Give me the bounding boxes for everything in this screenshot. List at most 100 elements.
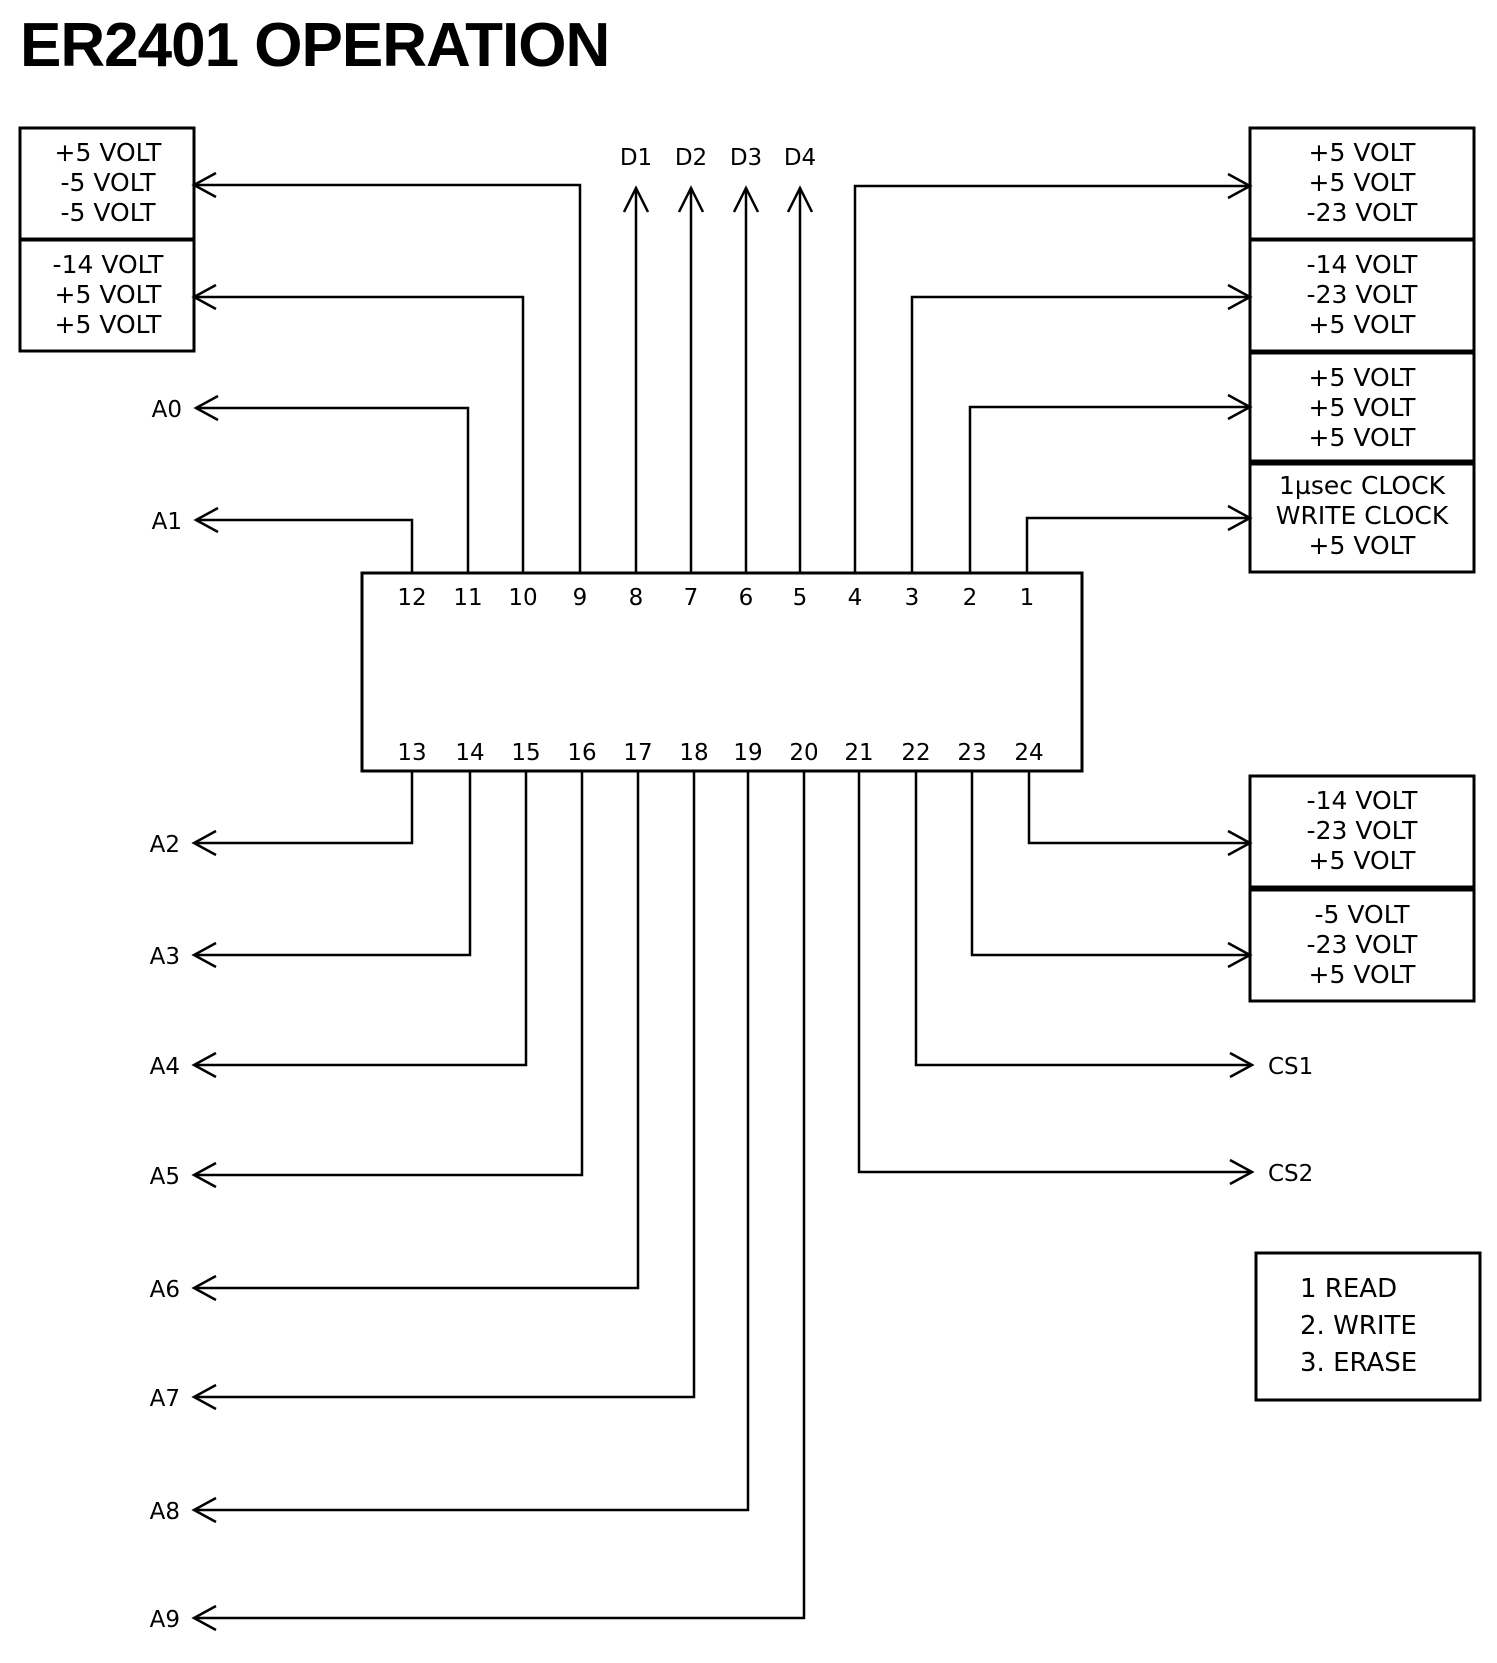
arrowhead [191,1604,217,1632]
wire-pin-9 [194,183,582,573]
voltage-label: -23 VOLT [1307,816,1419,845]
voltage-box [1248,238,1476,353]
address-label: A9 [150,1607,180,1633]
arrowhead [191,1051,217,1079]
voltage-label: +5 VOLT [1309,846,1417,875]
voltage-label: +5 VOLT [1309,531,1417,560]
arrowhead [193,394,219,422]
voltage-box [18,238,196,353]
pin-number: 15 [511,740,540,766]
pin-number: 20 [789,740,818,766]
pin-number: 7 [684,585,699,611]
pin-number: 4 [848,585,863,611]
pin-number: 6 [739,585,754,611]
voltage-label: +5 VOLT [1309,138,1417,167]
pin-number: 5 [793,585,808,611]
pin-number: 9 [573,585,588,611]
diagram-title: ER2401 OPERATION [20,11,610,80]
arrowhead [1229,1051,1255,1079]
wire-pin-14 [194,771,472,957]
wire-pin-1 [1025,516,1250,573]
pin-number: 21 [844,740,873,766]
arrowhead [622,185,650,213]
chip-select-label: CS2 [1268,1161,1313,1187]
wire-pin-21 [857,771,1252,1174]
wire-pin-10 [194,295,525,573]
arrowhead [191,1383,217,1411]
data-label: D1 [620,145,652,171]
voltage-label: +5 VOLT [1309,363,1417,392]
pin-number: 24 [1014,740,1043,766]
arrowhead [191,829,217,857]
address-label: A4 [150,1054,180,1080]
address-label: A5 [150,1164,180,1190]
pin-number: 17 [623,740,652,766]
pin-number: 2 [963,585,978,611]
wire-pin-24 [1027,771,1250,845]
voltage-label: +5 VOLT [55,280,163,309]
wire-pin-22 [914,771,1252,1067]
pin-number: 16 [567,740,596,766]
wire-pin-18 [194,771,696,1399]
voltage-box [1248,459,1476,574]
wire-pin-15 [194,771,528,1067]
pin-number: 3 [905,585,920,611]
data-label: D2 [675,145,707,171]
arrowhead [191,941,217,969]
arrowhead [191,1496,217,1524]
pin-number: 19 [733,740,762,766]
pin-number: 18 [679,740,708,766]
pin-number: 12 [397,585,426,611]
wire-pin-4 [853,184,1250,573]
chip-body [360,571,1084,773]
voltage-label: -14 VOLT [1307,250,1419,279]
arrowhead [786,185,814,213]
wire-pin-12 [196,518,414,573]
voltage-label: +5 VOLT [1309,168,1417,197]
pin-number: 23 [957,740,986,766]
arrowhead [677,185,705,213]
address-label: A1 [152,509,182,535]
pin-number: 22 [901,740,930,766]
address-label: A8 [150,1499,180,1525]
voltage-label: -5 VOLT [1315,900,1411,929]
pin-number: 10 [508,585,537,611]
wire-pin-16 [194,771,584,1177]
wire-pin-11 [196,406,470,573]
arrowhead [193,506,219,534]
address-label: A3 [150,944,180,970]
address-label: A2 [150,832,180,858]
voltage-label: -23 VOLT [1307,930,1419,959]
voltage-label: -14 VOLT [53,250,165,279]
pin-number: 11 [453,585,482,611]
voltage-label: -14 VOLT [1307,786,1419,815]
wire-pin-3 [910,295,1250,573]
address-label: A0 [152,397,182,423]
voltage-label: 1µsec CLOCK [1279,471,1446,500]
arrowhead [191,1274,217,1302]
voltage-box [1248,888,1476,1003]
data-label: D3 [730,145,762,171]
legend-item: 3. ERASE [1300,1348,1417,1378]
voltage-label: +5 VOLT [55,138,163,167]
voltage-label: +5 VOLT [55,310,163,339]
voltage-box [1248,774,1476,889]
wire-pin-2 [968,405,1250,573]
legend-item: 1 READ [1300,1274,1397,1304]
wire-pin-19 [194,771,750,1512]
pin-number: 13 [397,740,426,766]
address-label: A7 [150,1386,180,1412]
voltage-label: -23 VOLT [1307,280,1419,309]
voltage-label: +5 VOLT [1309,393,1417,422]
wire-pin-23 [970,771,1250,957]
voltage-label: WRITE CLOCK [1276,501,1449,530]
voltage-label: -5 VOLT [61,198,157,227]
pin-number: 14 [455,740,484,766]
voltage-label: +5 VOLT [1309,310,1417,339]
data-label: D4 [784,145,816,171]
address-label: A6 [150,1277,180,1303]
voltage-label: -23 VOLT [1307,198,1419,227]
arrowhead [1229,1158,1255,1186]
arrowhead [191,1161,217,1189]
